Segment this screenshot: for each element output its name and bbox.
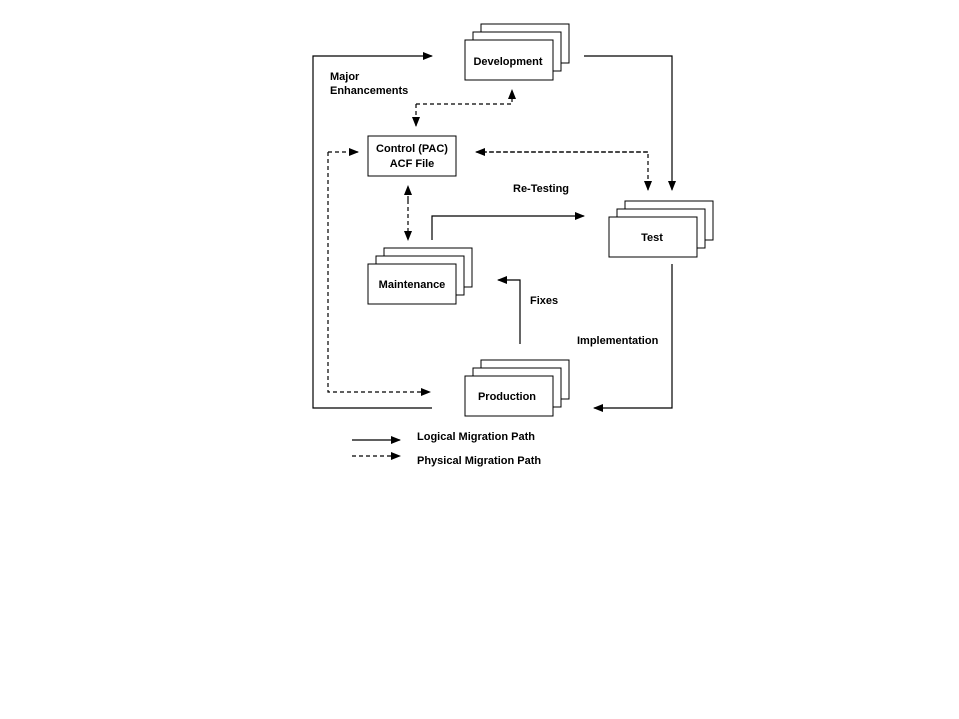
- major-enhancements-arrow: [312, 52, 433, 409]
- implementation-arrow: [593, 264, 673, 412]
- control-to-development-dashed-arrow: [416, 89, 516, 105]
- production-label: Production: [478, 391, 536, 403]
- control-to-test-dashed-arrow: [482, 151, 652, 191]
- test-node: Test: [608, 200, 714, 258]
- fixes-arrow: [497, 276, 521, 344]
- fixes-label: Fixes: [530, 295, 558, 307]
- major-label-line2: Enhancements: [330, 85, 408, 97]
- legend-physical-label: Physical Migration Path: [417, 455, 541, 467]
- control-acf-node: Control (PAC) ACF File: [367, 135, 457, 177]
- retesting-arrow: [431, 212, 585, 240]
- development-label: Development: [473, 56, 542, 68]
- development-to-test-arrow: [584, 55, 676, 191]
- major-label-line1: Major: [330, 71, 360, 83]
- control-label-line1: Control (PAC): [376, 143, 448, 155]
- test-label: Test: [641, 232, 663, 244]
- control-production-dashed-arrow: [327, 152, 431, 396]
- retesting-label: Re-Testing: [513, 183, 569, 195]
- maintenance-label: Maintenance: [379, 279, 446, 291]
- legend: Logical Migration Path Physical Migratio…: [352, 431, 541, 467]
- maintenance-node: Maintenance: [367, 247, 473, 305]
- production-node: Production: [464, 359, 570, 417]
- development-node: Development: [464, 23, 570, 81]
- implementation-label: Implementation: [577, 335, 659, 347]
- control-label-line2: ACF File: [390, 158, 435, 170]
- legend-logical-label: Logical Migration Path: [417, 431, 535, 443]
